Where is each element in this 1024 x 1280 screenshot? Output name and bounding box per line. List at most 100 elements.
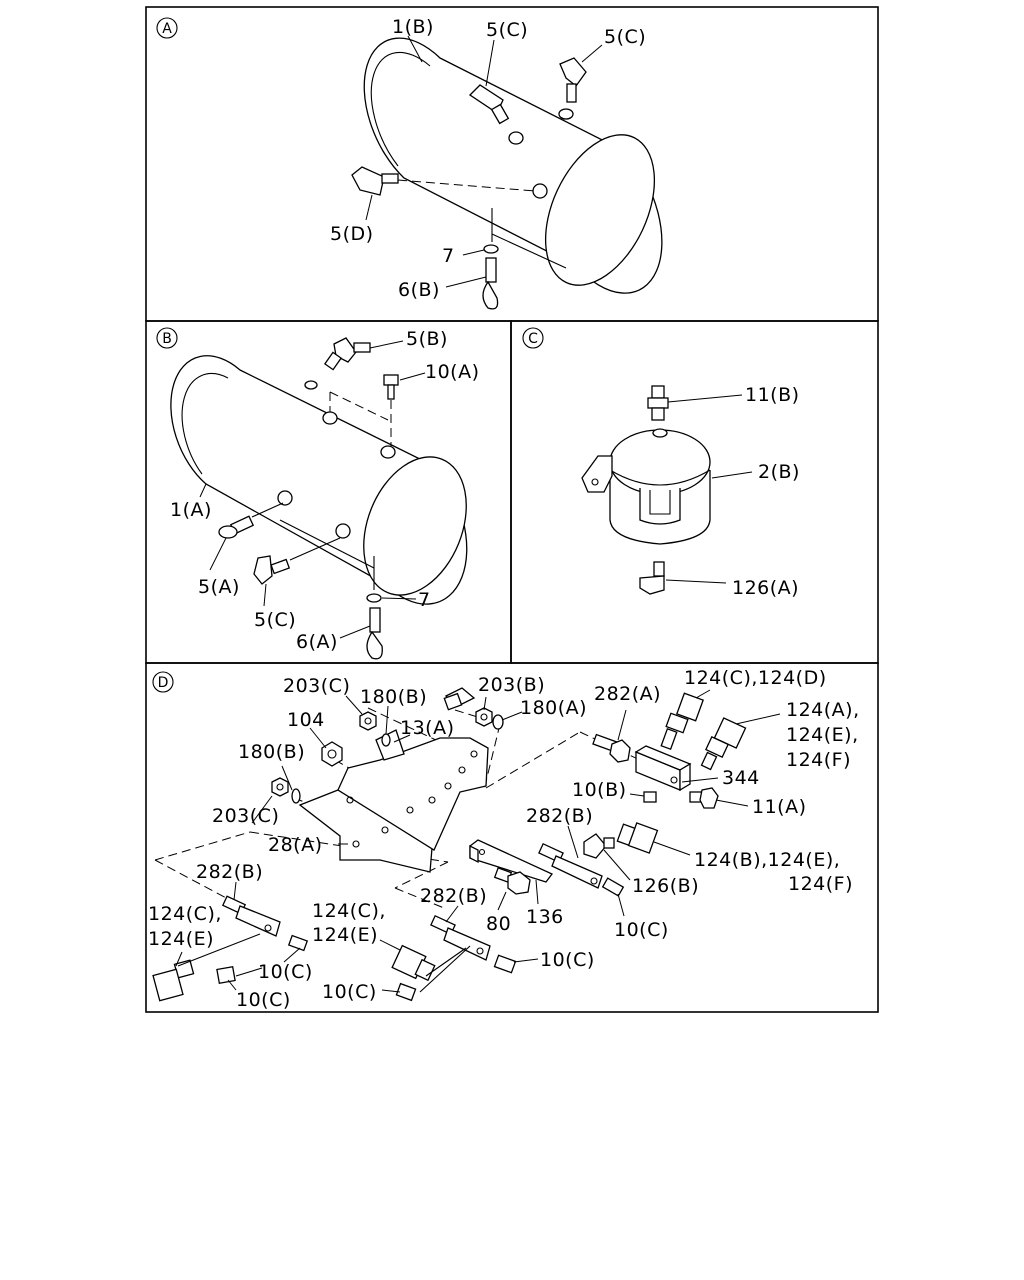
washer-180a xyxy=(492,714,504,730)
svg-text:C: C xyxy=(528,331,538,347)
label-elbow-5d: 5(D) xyxy=(330,223,374,245)
plug-10c-right xyxy=(601,877,625,897)
elbow-126b xyxy=(583,833,615,859)
label-fitting-282b-left: 282(B) xyxy=(196,861,263,883)
label-elbow-5c-2: 5(C) xyxy=(604,26,646,48)
plug-10b xyxy=(643,791,657,803)
label-washer-180b-left: 180(B) xyxy=(238,741,305,763)
label-plug-10c-low: 10(C) xyxy=(322,981,377,1003)
drain-cock-a xyxy=(482,257,499,310)
label-nut-203c-left: 203(C) xyxy=(212,805,279,827)
label-elbow-5b: 5(B) xyxy=(406,328,448,350)
plug-10c-low xyxy=(395,982,417,1002)
elbow-fitting-a2 xyxy=(559,57,587,103)
nut-203c-left xyxy=(271,777,289,797)
section-marker-b: B xyxy=(156,327,178,349)
block-344 xyxy=(634,745,692,792)
label-switch-124cd: 124(C),124(D) xyxy=(684,667,827,689)
label-plug-10c-mid: 10(C) xyxy=(540,949,595,971)
label-nut-203b: 203(B) xyxy=(478,674,545,696)
nut-203c-top xyxy=(359,711,377,731)
label-tank-2b: 2(B) xyxy=(758,461,800,483)
bolt-80 xyxy=(493,867,531,895)
label-switch-124f: 124(F) xyxy=(786,749,851,771)
label-bolt-10a: 10(A) xyxy=(425,361,480,383)
connector-11a xyxy=(689,787,719,809)
panel-d-frame xyxy=(145,662,879,1013)
elbow-fitting-b2 xyxy=(218,515,255,539)
plug-10c-mid xyxy=(493,954,517,974)
label-plug-10b: 10(B) xyxy=(572,779,627,801)
label-switch-124f-b: 124(F) xyxy=(788,873,853,895)
label-switch-124e-mid: 124(E) xyxy=(312,924,378,946)
label-plug-10c-right: 10(C) xyxy=(614,919,669,941)
bolt-b xyxy=(383,374,399,400)
label-switch-124a: 124(A), xyxy=(786,699,860,721)
label-switch-124b-e: 124(B),124(E), xyxy=(694,849,840,871)
label-bolt-80: 80 xyxy=(486,913,511,935)
elbow-126a xyxy=(639,561,665,595)
plug-10c-left-up xyxy=(287,934,309,952)
fitting-282b-low xyxy=(430,914,491,961)
switch-124bef xyxy=(616,822,659,854)
svg-text:B: B xyxy=(162,331,172,347)
plug-10c-left-low xyxy=(216,965,236,985)
label-elbow-5a: 5(A) xyxy=(198,576,240,598)
label-fitting-282b-low: 282(B) xyxy=(420,885,487,907)
label-washer-180a: 180(A) xyxy=(520,697,587,719)
washer-b xyxy=(366,593,382,603)
label-plug-10c-left-up: 10(C) xyxy=(258,961,313,983)
label-elbow-126b: 126(B) xyxy=(632,875,699,897)
washer-180b-top xyxy=(381,733,391,747)
nut-203b xyxy=(475,707,493,727)
label-fitting-282b-mid: 282(B) xyxy=(526,805,593,827)
label-switch-124c-mid: 124(C), xyxy=(312,900,386,922)
switch-124cd xyxy=(660,692,704,751)
label-block-344: 344 xyxy=(722,767,760,789)
label-tank-1b: 1(B) xyxy=(392,16,434,38)
label-bracket-136: 136 xyxy=(526,906,564,928)
washer-180b-left xyxy=(291,788,301,804)
label-elbow-5c-b: 5(C) xyxy=(254,609,296,631)
switch-124ce-mid xyxy=(391,944,436,982)
spacer-13a xyxy=(443,687,476,711)
label-nut-104: 104 xyxy=(287,709,325,731)
air-tank-b xyxy=(170,355,468,605)
drain-cock-b xyxy=(366,607,383,660)
label-switch-124c-left: 124(C), xyxy=(148,903,222,925)
washer-a xyxy=(483,244,499,254)
label-elbow-126a: 126(A) xyxy=(732,577,799,599)
fitting-282b-left xyxy=(221,895,281,937)
fitting-282b-mid xyxy=(538,842,603,889)
elbow-fitting-a1 xyxy=(468,84,510,125)
label-connector-11b: 11(B) xyxy=(745,384,800,406)
label-connector-11a: 11(A) xyxy=(752,796,807,818)
connector-11b xyxy=(647,385,669,421)
label-elbow-5c-1: 5(C) xyxy=(486,19,528,41)
label-nut-203c-top: 203(C) xyxy=(283,675,350,697)
label-drain-6b: 6(B) xyxy=(398,279,440,301)
fitting-282a xyxy=(592,733,631,763)
label-plug-10c-left-low: 10(C) xyxy=(236,989,291,1011)
air-tank-c xyxy=(581,428,711,545)
bracket-136 xyxy=(469,839,554,883)
label-drain-6a: 6(A) xyxy=(296,631,338,653)
svg-text:D: D xyxy=(158,675,169,691)
label-washer-7-b: 7 xyxy=(418,589,431,611)
label-switch-124e: 124(E), xyxy=(786,724,859,746)
section-marker-a: A xyxy=(156,17,178,39)
label-switch-124e-left: 124(E) xyxy=(148,928,214,950)
switch-124aef xyxy=(700,717,747,771)
label-spacer-13a: 13(A) xyxy=(400,717,455,739)
section-marker-c: C xyxy=(522,327,544,349)
label-fitting-282a: 282(A) xyxy=(594,683,661,705)
tank-port-a xyxy=(508,108,574,199)
svg-text:A: A xyxy=(162,21,172,37)
switch-124ce-left xyxy=(152,959,195,1002)
nut-104 xyxy=(321,741,343,767)
label-washer-180b-top: 180(B) xyxy=(360,686,427,708)
label-tank-1a: 1(A) xyxy=(170,499,212,521)
label-bracket-28a: 28(A) xyxy=(268,834,323,856)
label-washer-7-a: 7 xyxy=(442,245,455,267)
